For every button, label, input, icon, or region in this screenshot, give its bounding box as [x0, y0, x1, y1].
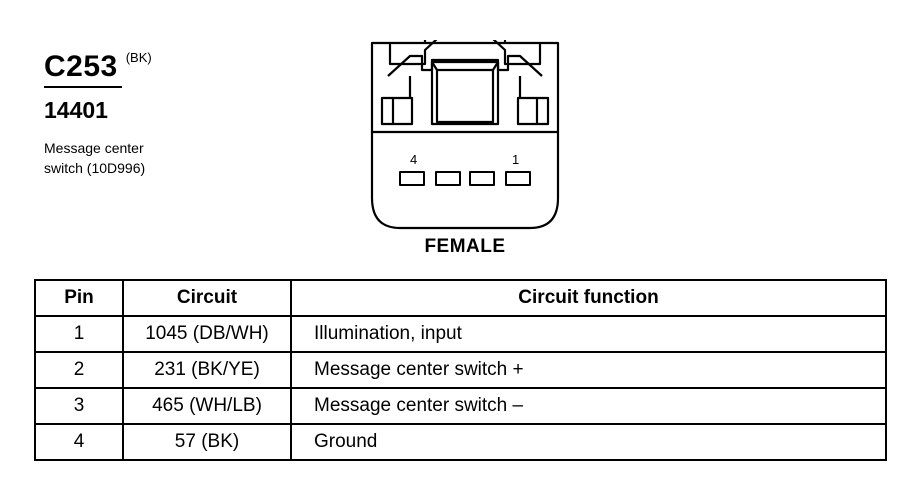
pin-cell: 1 [34, 315, 124, 353]
circuit-cell: 1045 (DB/WH) [122, 315, 292, 353]
pin-cell: 3 [34, 387, 124, 425]
table-row: 2 231 (BK/YE) Message center switch + [34, 351, 887, 389]
pinout-table: Pin Circuit Circuit function 1 1045 (DB/… [34, 279, 887, 461]
pin-cavity-2 [469, 171, 495, 186]
connector-lock-channel [387, 54, 543, 77]
connector-right-window [516, 96, 550, 126]
connector-face-diagram: 4 1 [370, 40, 560, 230]
table-row: 3 465 (WH/LB) Message center switch – [34, 387, 887, 425]
circuit-cell: 57 (BK) [122, 423, 292, 461]
table-row: 1 1045 (DB/WH) Illumination, input [34, 315, 887, 353]
function-cell: Illumination, input [290, 315, 887, 353]
description-line-1: Message center [44, 140, 144, 156]
pin-label-1: 1 [512, 152, 519, 167]
pin-cavity-1 [505, 171, 531, 186]
connector-id-underline [44, 86, 122, 88]
pin-cell: 4 [34, 423, 124, 461]
circuit-cell: 231 (BK/YE) [122, 351, 292, 389]
function-cell: Ground [290, 423, 887, 461]
circuit-cell: 465 (WH/LB) [122, 387, 292, 425]
pin-label-4: 4 [410, 152, 417, 167]
pin-cavity-3 [435, 171, 461, 186]
connector-latch-outline [423, 40, 507, 43]
connector-body-outline [370, 41, 560, 230]
connector-lock-tab-inner [435, 68, 495, 124]
connector-top-hood [388, 40, 542, 66]
header-circuit: Circuit [122, 279, 292, 317]
connector-header: C253 (BK) 14401 Message center switch (10… [44, 50, 244, 178]
connector-color-code: (BK) [125, 50, 152, 65]
pin-cavity-4 [399, 171, 425, 186]
table-row: 4 57 (BK) Ground [34, 423, 887, 461]
pin-cell: 2 [34, 351, 124, 389]
function-cell: Message center switch + [290, 351, 887, 389]
connector-left-window [380, 96, 414, 126]
header-circuit-function: Circuit function [290, 279, 887, 317]
connector-id: C253 [44, 50, 118, 83]
part-number: 14401 [44, 97, 108, 123]
connector-lock-tab [430, 60, 500, 126]
header-pin: Pin [34, 279, 124, 317]
connector-gender-label: FEMALE [424, 236, 506, 257]
description-line-2: switch (10D996) [44, 160, 146, 176]
function-cell: Message center switch – [290, 387, 887, 425]
table-header-row: Pin Circuit Circuit function [34, 279, 887, 317]
connector-description: Message center switch (10D996) [44, 138, 204, 178]
